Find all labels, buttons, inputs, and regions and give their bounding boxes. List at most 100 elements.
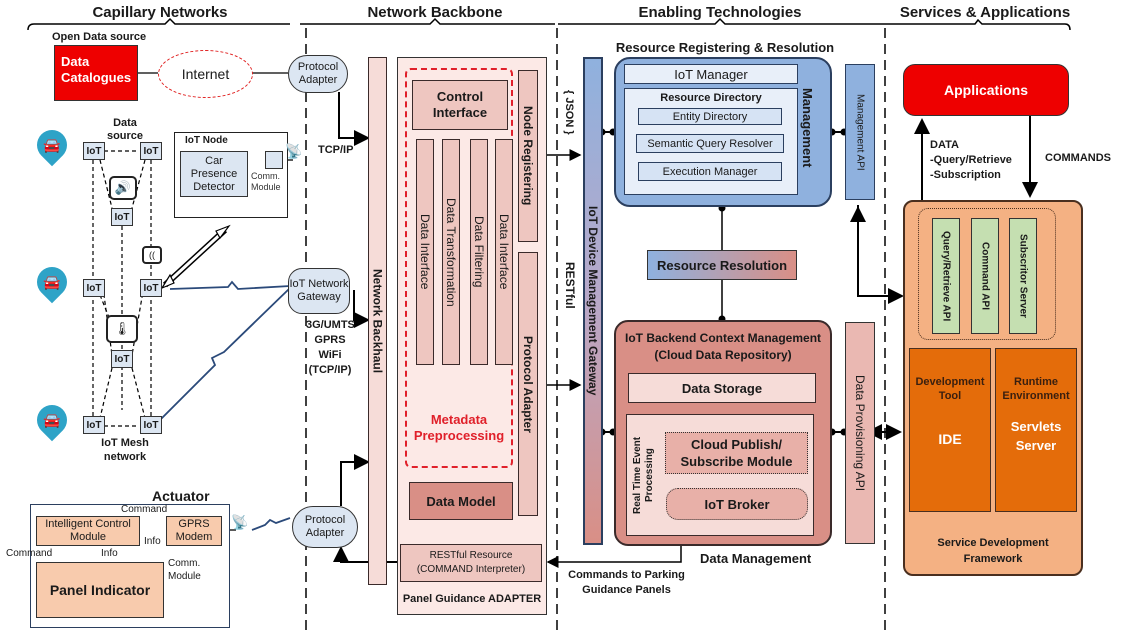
api-group-box	[918, 208, 1056, 340]
sdf-label: Service Development Framework	[937, 537, 1049, 565]
ide-label: IDE	[938, 431, 962, 447]
protocol-tcp-ip: (TCP/IP)	[308, 364, 352, 376]
car-location-pin-icon: 🚘	[30, 123, 74, 167]
panel-indicator: Panel Indicator	[36, 562, 164, 618]
data-storage: Data Storage	[628, 373, 816, 403]
car-location-pin-icon: 🚘	[30, 260, 74, 304]
protocol-wifi: WiFi	[318, 349, 342, 361]
gprs-modem: GPRS Modem	[166, 516, 222, 546]
real-time-event-label: Real Time Event Processing	[632, 436, 655, 514]
restful-label: RESTful	[563, 262, 577, 309]
data-provisioning-api-label: Data Provisioning API	[853, 374, 867, 492]
query-retrieve-api: Query/Retrieve API	[932, 218, 960, 334]
execution-manager: Execution Manager	[638, 162, 782, 181]
panel-guidance-adapter-label: Panel Guidance ADAPTER	[402, 593, 542, 605]
antenna-icon: 📡	[285, 142, 303, 159]
speaker-sensor-icon: 🔊	[109, 176, 137, 200]
iot-mesh-node: IoT	[111, 350, 133, 368]
comm-module-label: Comm. Module	[251, 171, 281, 192]
iot-mesh-node: IoT	[83, 416, 105, 434]
commands-to-panels-label: Commands to Parking Guidance Panels	[568, 569, 685, 596]
subscriber-server: Subscritor Server	[1009, 218, 1037, 334]
json-label: { JSON }	[563, 90, 575, 135]
data-transformation: Data Transformation	[442, 139, 460, 365]
rrr-title: Resource Registering & Resolution	[615, 40, 835, 55]
management-api: Management API	[845, 64, 875, 200]
data-source-label: Data source	[106, 117, 144, 142]
info-label: Info	[144, 536, 161, 547]
subscription-label: -Subscription	[930, 169, 1001, 181]
internet-cloud: Internet	[158, 50, 253, 98]
resource-directory-label: Resource Directory	[660, 92, 762, 104]
management-label: Management	[800, 88, 815, 168]
development-tool-box: Development Tool IDE	[909, 348, 991, 512]
actuator-label: Actuator	[152, 488, 210, 504]
api-label: Query/Retrieve API	[940, 230, 952, 322]
protocol-adapter-label: Protocol Adapter	[521, 335, 535, 433]
api-label: Command API	[979, 242, 991, 310]
iot-device-management-gateway: IoT Device Management Gateway	[583, 57, 603, 545]
api-label: Subscritor Server	[1017, 234, 1029, 318]
gateway-protocols: 3G/UMTS GPRS WiFi (TCP/IP)	[306, 318, 355, 378]
info-label: Info	[101, 548, 118, 559]
column-label: Data Transformation	[444, 197, 458, 307]
section-title-backbone: Network Backbone	[367, 4, 503, 21]
iot-mesh-node: IoT	[83, 279, 105, 297]
data-interface-1: Data Interface	[416, 139, 434, 365]
entity-directory: Entity Directory	[638, 108, 782, 125]
resource-resolution: Resource Resolution	[647, 250, 797, 280]
iot-node-box: IoT Node Car Presence Detector Comm. Mod…	[174, 132, 288, 218]
restful-resource: RESTful Resource (COMMAND Interpreter)	[400, 544, 542, 582]
commands-label: COMMANDS	[1045, 152, 1111, 164]
command-interpreter-label: (COMMAND Interpreter)	[416, 564, 526, 575]
protocol-adapter-bottom: Protocol Adapter	[292, 506, 358, 548]
semantic-query-resolver: Semantic Query Resolver	[636, 134, 784, 153]
column-label: Data Filtering	[472, 216, 486, 288]
section-title-services: Services & Applications	[899, 4, 1071, 21]
control-interface: Control Interface	[412, 80, 508, 130]
iot-network-gateway: IoT Network Gateway	[288, 268, 350, 314]
section-title-enabling: Enabling Technologies	[638, 4, 802, 21]
runtime-environment-box: Runtime Environment Servlets Server	[995, 348, 1077, 512]
gateway-label: IoT Device Management Gateway	[586, 206, 600, 396]
management-api-label: Management API	[854, 93, 866, 171]
data-label: DATA	[930, 139, 959, 151]
command-label: Command	[6, 548, 53, 559]
column-label: Data Interface	[418, 214, 432, 290]
section-title-capillary: Capillary Networks	[92, 4, 228, 21]
antenna-icon: 📡	[231, 513, 249, 530]
cloud-publish-subscribe: Cloud Publish/ Subscribe Module	[665, 432, 808, 474]
iot-manager: IoT Manager	[624, 64, 798, 84]
data-flow-label: DATA -Query/Retrieve -Subscription	[930, 138, 1012, 183]
intelligent-control-module: Intelligent Control Module	[36, 516, 140, 546]
car-presence-detector: Car Presence Detector	[180, 151, 248, 197]
iot-broker: IoT Broker	[666, 488, 808, 520]
network-backhaul: Network Backhaul	[368, 57, 387, 585]
applications-box: Applications	[903, 64, 1069, 116]
command-api: Command API	[971, 218, 999, 334]
data-model: Data Model	[409, 482, 513, 520]
thermometer-sensor-icon: 🌡	[106, 315, 138, 343]
backend-title-line1: IoT Backend Context Management	[624, 331, 822, 345]
node-registering-label: Node Registering	[521, 106, 535, 206]
signal-sensor-icon: ((	[142, 246, 162, 264]
iot-mesh-network-label: IoT Mesh network	[101, 437, 149, 463]
data-management-label: Data Management	[700, 551, 812, 566]
command-label: Command	[121, 504, 168, 515]
car-location-pin-icon: 🚘	[30, 398, 74, 442]
data-filtering: Data Filtering	[470, 139, 488, 365]
network-backhaul-label: Network Backhaul	[370, 268, 385, 374]
development-tool-label: Development Tool	[915, 376, 985, 402]
data-provisioning-api: Data Provisioning API	[845, 322, 875, 544]
protocol-gprs: GPRS	[314, 334, 346, 346]
open-data-source-label: Open Data source	[52, 31, 147, 43]
protocol-3g: 3G/UMTS	[306, 319, 355, 331]
iot-node-label: IoT Node	[185, 135, 228, 146]
backend-title: IoT Backend Context Management (Cloud Da…	[614, 330, 832, 364]
backend-title-line2: (Cloud Data Repository)	[654, 348, 792, 362]
data-interface-2: Data Interface	[495, 139, 513, 365]
iot-mesh-node: IoT	[140, 416, 162, 434]
iot-mesh-node: IoT	[140, 279, 162, 297]
node-registering: Node Registering	[518, 70, 538, 242]
query-retrieve-label: -Query/Retrieve	[930, 154, 1012, 166]
